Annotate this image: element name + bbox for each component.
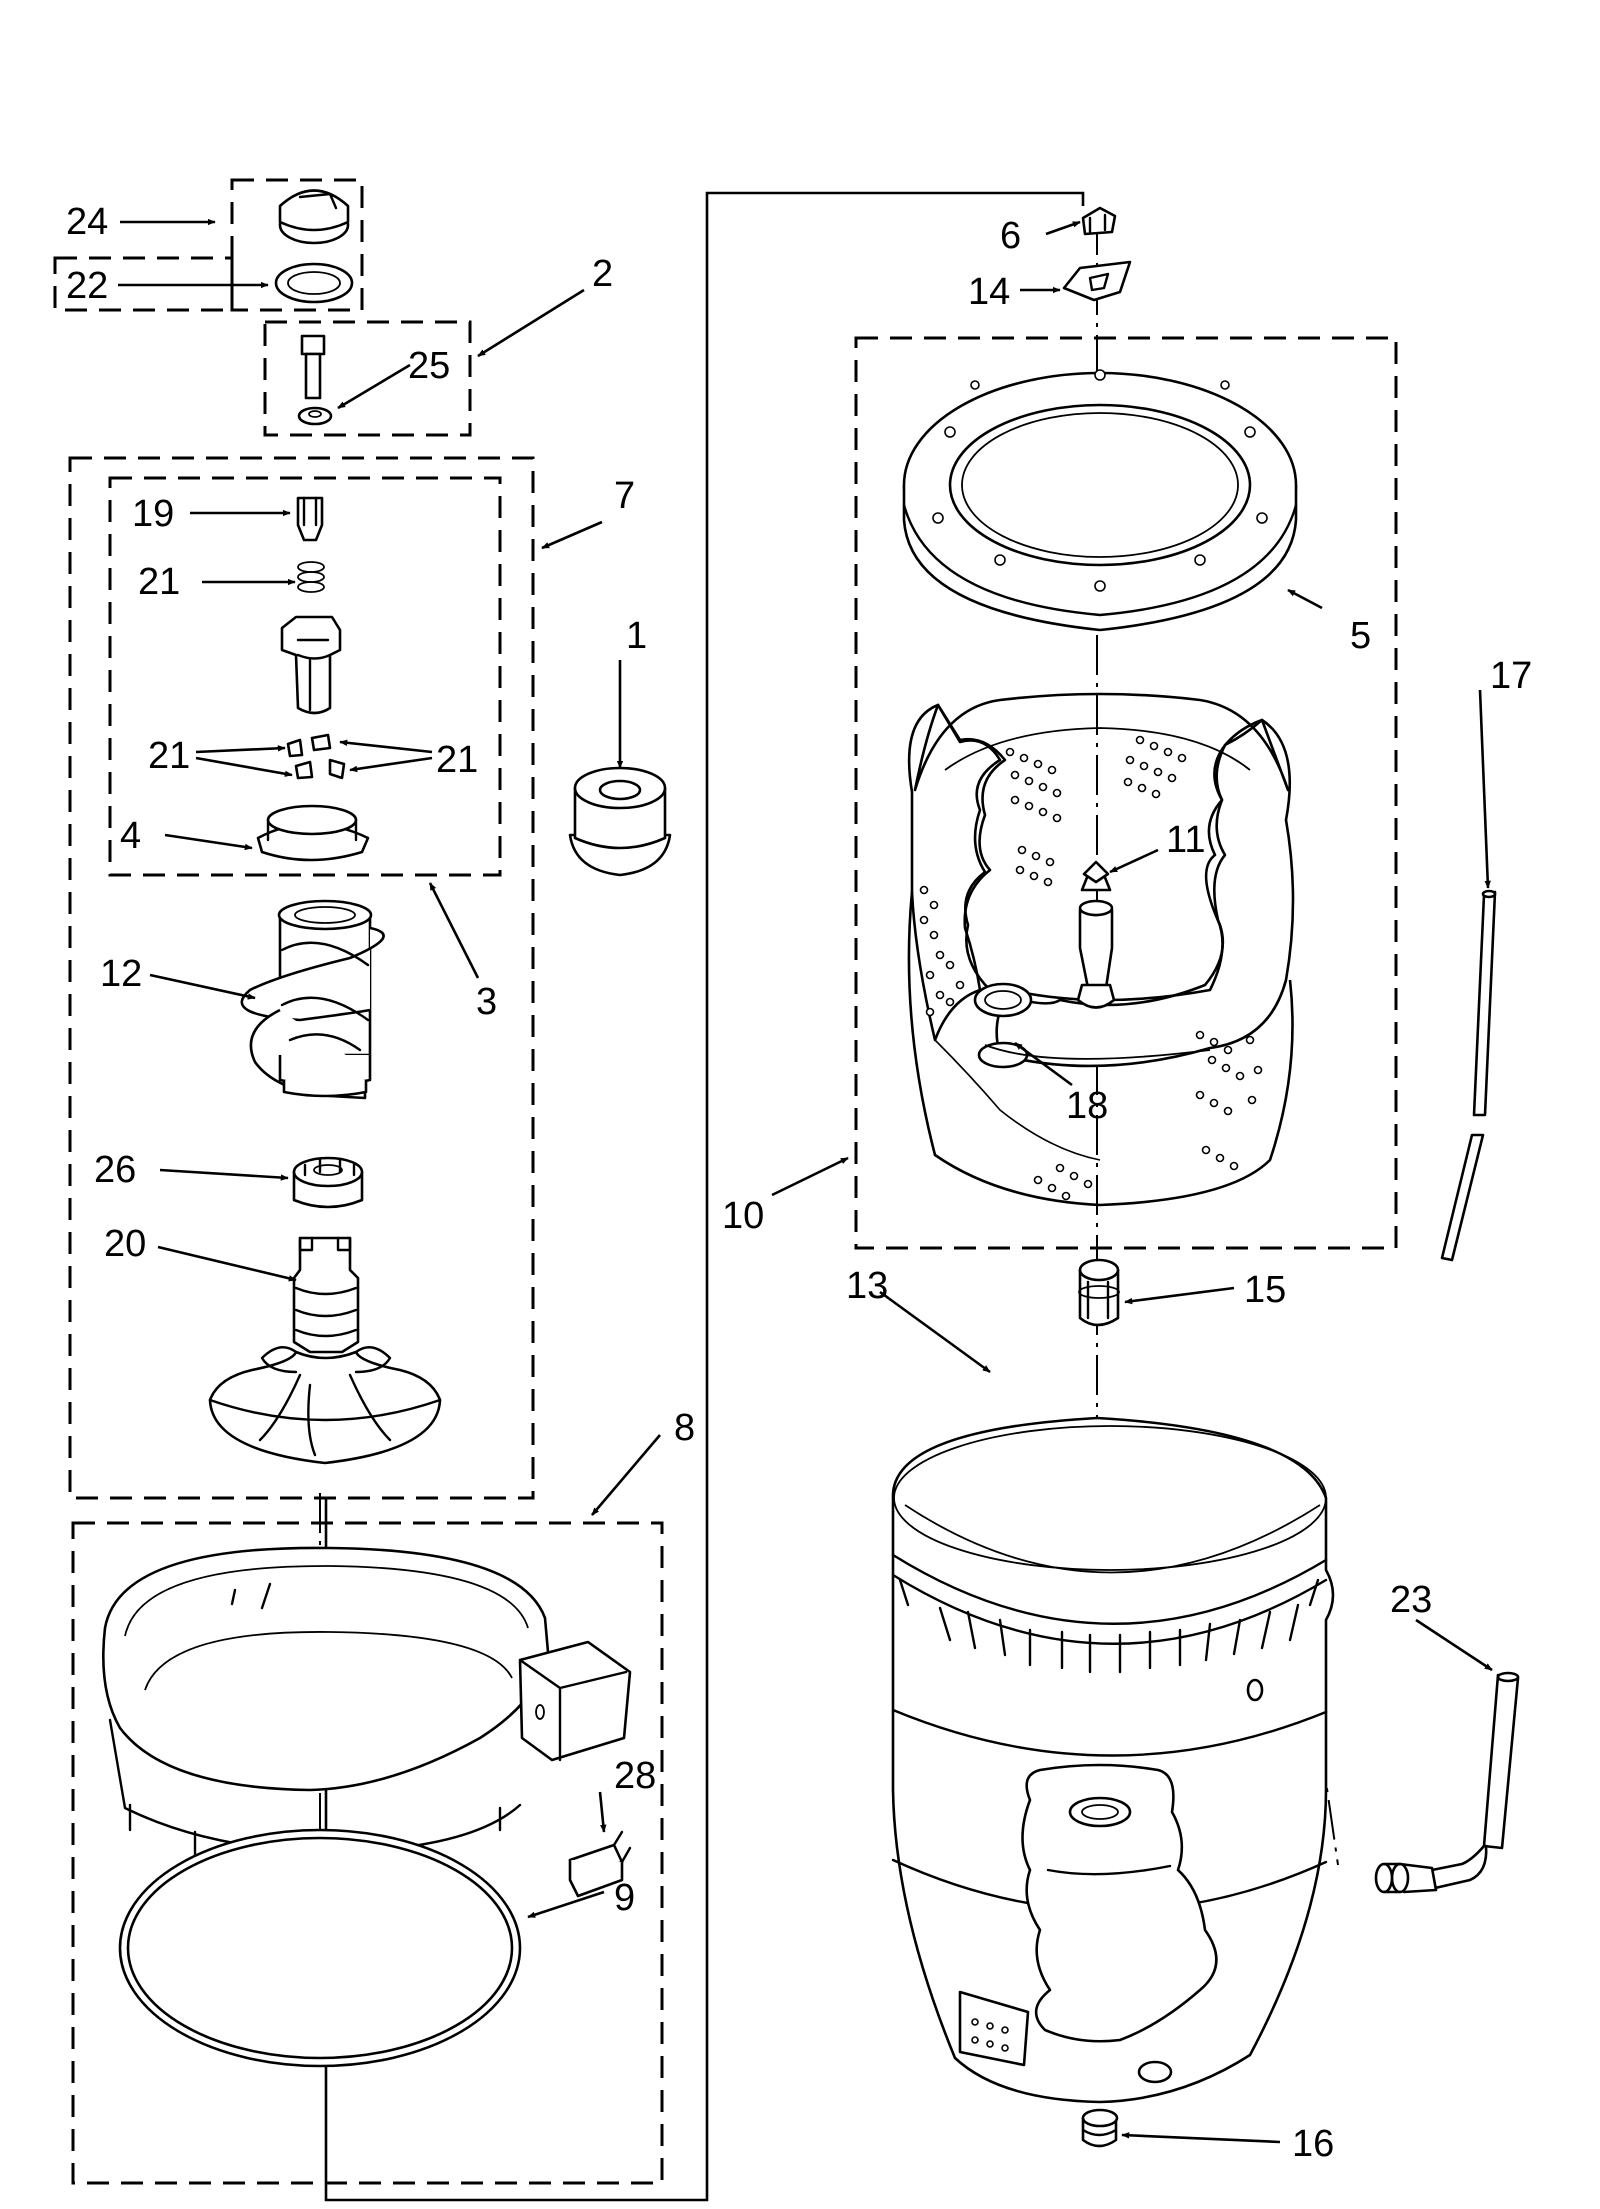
part-cap [278,189,350,245]
part-hub [1078,1258,1120,1327]
part-seal [568,766,672,877]
callout-24: 23 [1390,1579,1432,1621]
part-hose-17 [1440,889,1497,1262]
part-cam-base [256,804,370,862]
part-dogs [286,733,346,780]
part-drawings [102,189,1520,2148]
box-bolt [263,320,472,437]
callout-7: 7 [614,475,635,517]
callout-17: 17 [1490,655,1532,697]
callout-9: 9 [614,1877,635,1919]
part-balance-ring [902,369,1298,632]
part-auger [240,899,385,1100]
part-bracket [1062,260,1132,302]
callout-21-left: 21 [148,735,190,777]
callout-3: 3 [476,981,497,1023]
callout-labels: 24 22 2 25 7 19 21 21 21 21 4 1 3 12 26 … [66,201,1532,2165]
callout-23: 22 [66,265,108,307]
part-cam-cylinder [280,615,342,715]
part-drain-plug [1081,2108,1119,2148]
box-cam-assembly [108,476,502,877]
callout-1: 1 [626,615,647,657]
callout-20-visible: 20 [104,1223,146,1265]
leader-arrows [118,218,1493,2144]
part-agitator-base [208,1236,442,1465]
callout-12: 12 [100,953,142,995]
box-basket [854,336,1398,1250]
part-tub-ring [102,1546,632,1868]
part-agitator-dog [296,496,324,542]
callout-11: 11 [1166,819,1205,861]
callout-27: 26 [94,1149,136,1191]
part-hose-24 [1374,1671,1520,1894]
part-bolt [297,334,333,426]
callout-21-right-label: 21 [436,739,478,781]
callout-4: 4 [120,815,141,857]
tub-slots [898,1578,1320,1674]
connector-left [324,191,1085,2202]
callout-19: 19 [132,493,174,535]
part-bearing [292,1156,364,1209]
callout-2: 2 [592,253,613,295]
callout-18: 18 [1066,1085,1108,1127]
basket-perforations [919,735,1263,1201]
box-washer [53,256,234,312]
callout-15: 15 [1244,1269,1286,1311]
callout-14: 14 [968,271,1010,313]
part-clip [1081,206,1117,236]
callout-6: 6 [1000,215,1021,257]
part-basket [907,692,1295,1207]
box-agitator-assembly [68,456,535,1500]
callout-25: 24 [66,201,108,243]
callout-22: 21 [138,561,180,603]
group-boxes [53,178,1398,2185]
part-switch [568,1830,632,1898]
callout-28: 28 [614,1755,656,1797]
callout-26: 25 [408,345,450,387]
box-tub-ring [71,1521,664,2185]
callout-5: 5 [1350,615,1371,657]
part-spring [297,561,325,593]
callout-10: 10 [722,1195,764,1237]
callout-13: 13 [846,1265,888,1307]
part-outer-tub [891,1416,1335,2104]
callout-16: 16 [1292,2123,1334,2165]
callout-8: 8 [674,1407,695,1449]
part-tub-seal [118,1828,522,2068]
part-washer [274,262,354,304]
box-cap [230,178,364,312]
